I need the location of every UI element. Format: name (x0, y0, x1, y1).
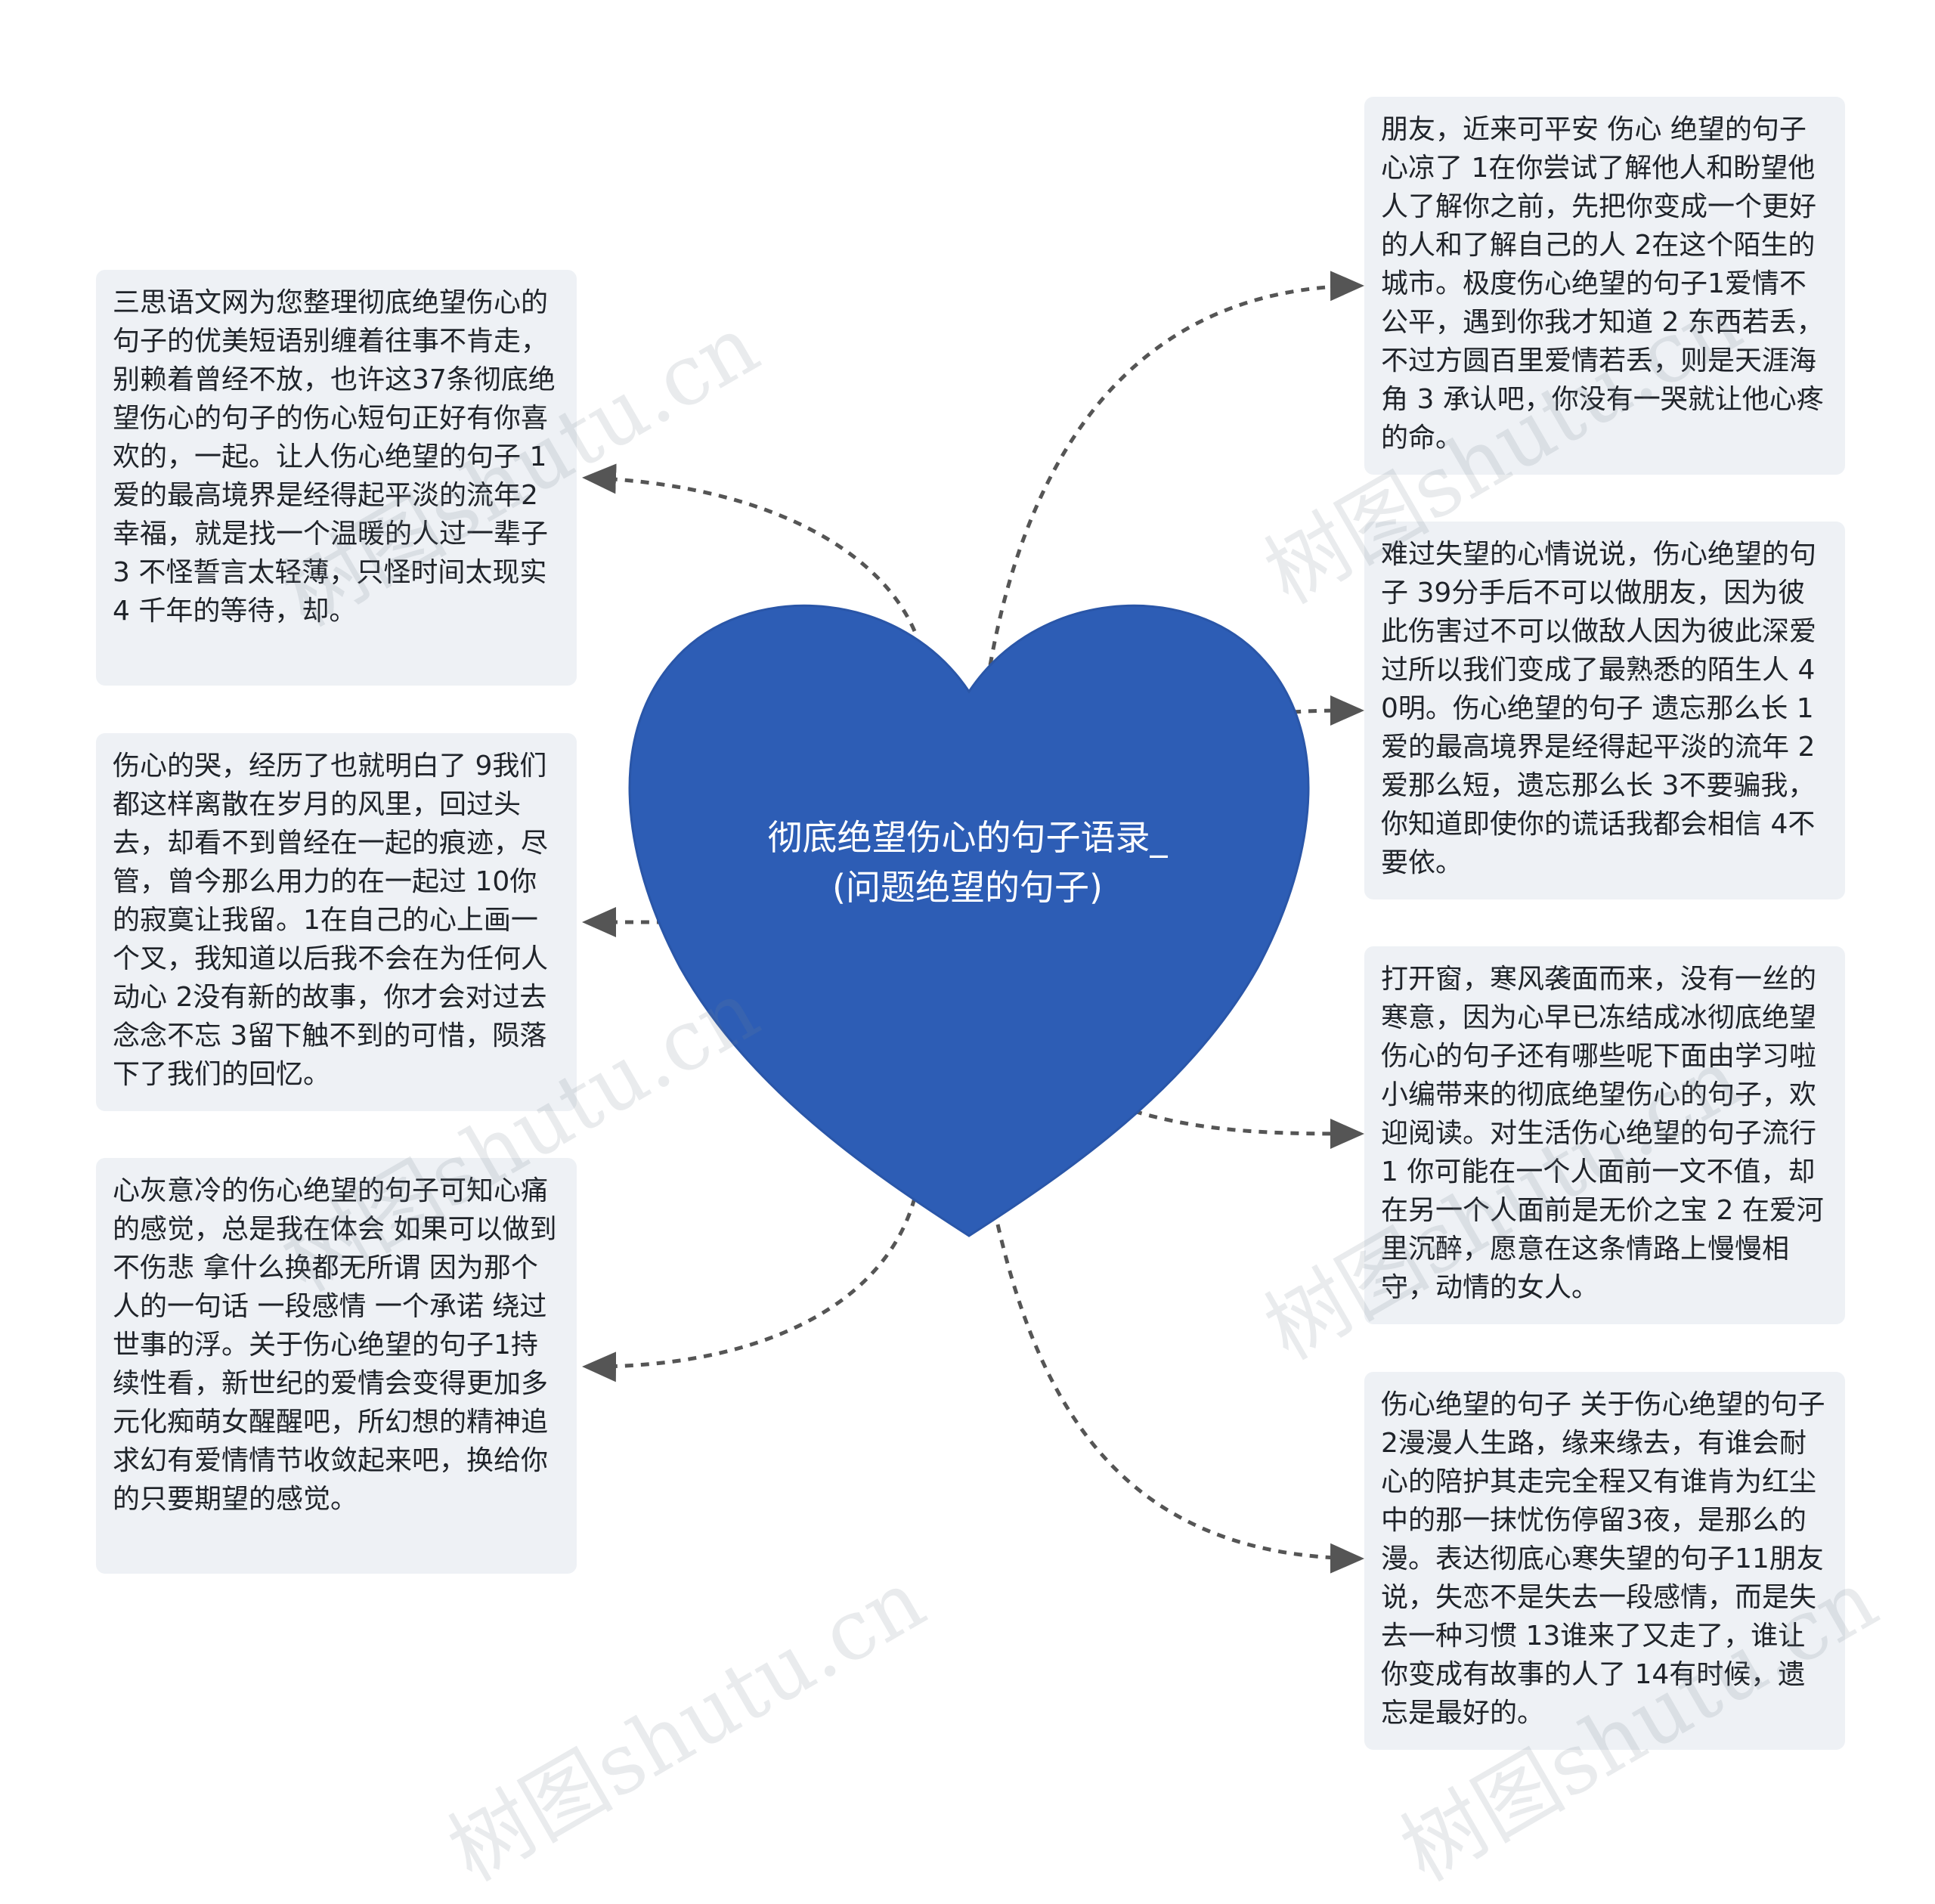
right-card-3[interactable]: 打开窗，寒风袭面而来，没有一丝的寒意，因为心早已冻结成冰彻底绝望伤心的句子还有哪… (1364, 946, 1845, 1324)
connector-layer (582, 271, 1364, 1574)
left-card-3[interactable]: 心灰意冷的伤心绝望的句子可知心痛的感觉，总是我在体会 如果可以做到不伤悲 拿什么… (96, 1158, 577, 1574)
heart-layer (628, 604, 1310, 1237)
connector-right-2 (1292, 695, 1364, 726)
connector-right-4 (995, 1224, 1364, 1574)
right-card-1[interactable]: 朋友，近来可平安 伤心 绝望的句子心凉了 1在你尝试了解他人和盼望他人了解你之前… (1364, 97, 1845, 475)
mindmap-canvas: 彻底绝望伤心的句子语录_ (问题绝望的句子) 三思语文网为您整理彻底绝望伤心的句… (96, 97, 1893, 1899)
left-card-2[interactable]: 伤心的哭，经历了也就明白了 9我们都这样离散在岁月的风里，回过头去，却看不到曾经… (96, 733, 577, 1111)
connector-left-1 (582, 463, 917, 632)
left-card-1[interactable]: 三思语文网为您整理彻底绝望伤心的句子的优美短语别缠着往事不肯走，别赖着曾经不放，… (96, 270, 577, 686)
heart-shape[interactable] (628, 604, 1310, 1237)
right-card-4[interactable]: 伤心绝望的句子 关于伤心绝望的句子 2漫漫人生路，缘来缘去，有谁会耐心的陪护其走… (1364, 1372, 1845, 1750)
connector-right-3 (1133, 1109, 1364, 1149)
central-topic-line1: 彻底绝望伤心的句子语录_ (767, 817, 1168, 858)
central-topic[interactable]: 彻底绝望伤心的句子语录_ (问题绝望的句子) (695, 813, 1240, 912)
right-card-2[interactable]: 难过失望的心情说说，伤心绝望的句子 39分手后不可以做朋友，因为彼此伤害过不可以… (1364, 522, 1845, 899)
central-topic-line2: (问题绝望的句子) (832, 867, 1103, 908)
